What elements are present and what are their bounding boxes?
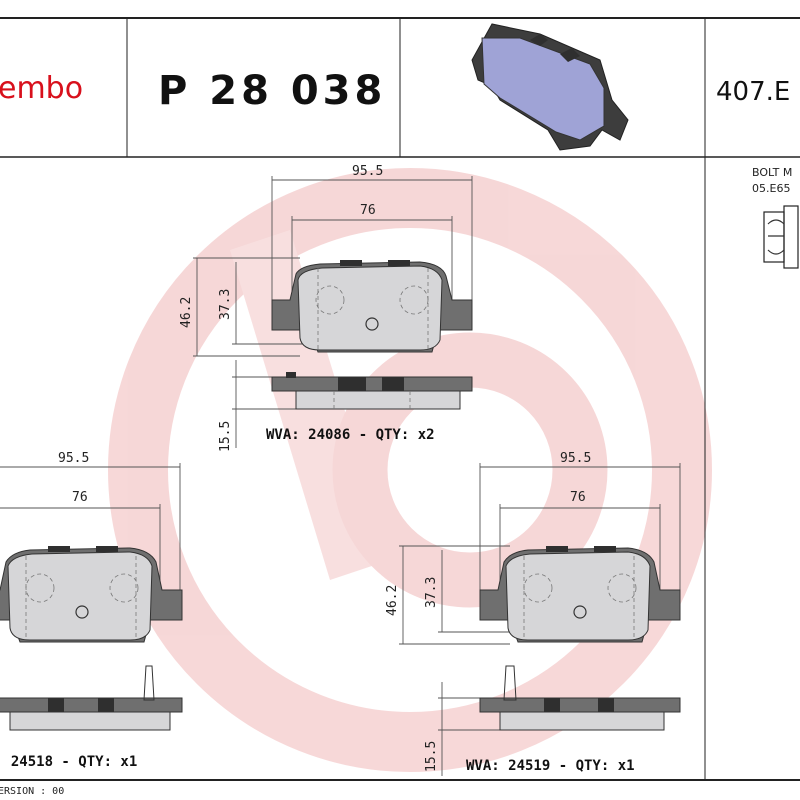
brand-logo-text: embo (0, 71, 83, 106)
bolt-code: 05.E65 (752, 182, 790, 195)
top-height-inner: 37.3 (218, 289, 233, 320)
top-pad-caption: WVA: 24086 - QTY: x2 (266, 427, 435, 443)
top-width-overall: 95.5 (352, 164, 383, 179)
right-height-overall: 46.2 (385, 585, 400, 616)
left-pad-caption: : 24518 - QTY: x1 (0, 754, 137, 770)
reference-code: 407.E (716, 77, 790, 107)
part-number: P 28 038 (158, 68, 386, 114)
left-width-inner: 76 (72, 490, 88, 505)
right-pad-caption: WVA: 24519 - QTY: x1 (466, 758, 635, 774)
top-height-overall: 46.2 (179, 297, 194, 328)
left-pad-drawing: 95.5 76 : 24518 - QTY: x1 (0, 451, 183, 770)
top-thickness: 15.5 (218, 421, 233, 452)
brembo-watermark-icon (108, 168, 712, 772)
version-label: ERSION : 00 (0, 786, 64, 797)
right-pad-drawing: 95.5 76 46.2 37.3 15.5 WVA: 24519 - QTY:… (385, 451, 681, 776)
pad-thumbnail (471, 23, 629, 151)
bolt-icon (763, 205, 799, 269)
bolt-label: BOLT M (752, 166, 792, 179)
right-width-inner: 76 (570, 490, 586, 505)
right-thickness: 15.5 (424, 741, 439, 772)
top-pad-drawing: 95.5 76 46.2 37.3 15.5 WVA: 24086 - QTY:… (179, 164, 473, 452)
top-width-inner: 76 (360, 203, 376, 218)
title-block (0, 17, 800, 781)
right-width-overall: 95.5 (560, 451, 591, 466)
right-height-inner: 37.3 (424, 577, 439, 608)
left-width-overall: 95.5 (58, 451, 89, 466)
